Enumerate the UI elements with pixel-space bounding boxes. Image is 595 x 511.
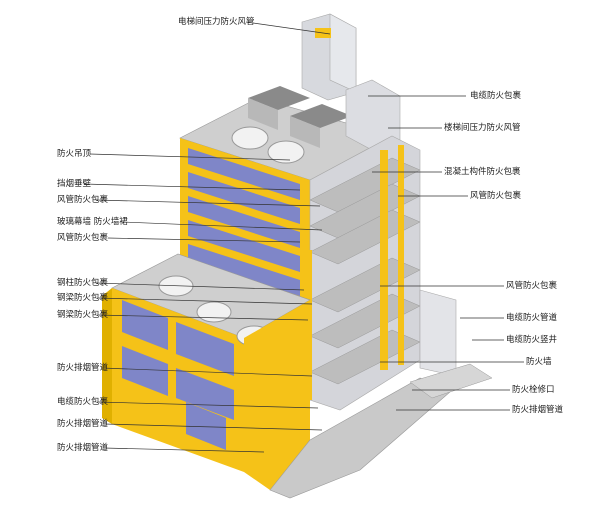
roof-tank-1 xyxy=(248,86,310,110)
label-right-9: 防火栓修口 xyxy=(512,385,555,395)
label-right-6: 电缆防火管道 xyxy=(506,313,558,323)
label-right-5: 风管防火包裹 xyxy=(506,281,558,291)
label-left-1: 防火吊顶 xyxy=(57,149,92,159)
roof-tank-2-front xyxy=(290,116,320,148)
label-left-5: 风管防火包裹 xyxy=(57,233,109,243)
label-left-10: 电缆防火包裹 xyxy=(57,397,109,407)
label-right-10: 防火排烟管道 xyxy=(512,405,564,415)
label-right-2: 楼梯间压力防火风管 xyxy=(444,123,521,133)
label-right-7: 电缆防火竖井 xyxy=(506,335,558,345)
label-right-4: 风管防火包裹 xyxy=(470,191,522,201)
label-left-7: 钢梁防火包裹 xyxy=(57,293,109,303)
label-left-3: 风管防火包裹 xyxy=(57,195,109,205)
label-left-2: 挡烟垂壁 xyxy=(57,179,92,189)
roof-fan-2 xyxy=(267,140,305,164)
label-right-3: 混凝土构件防火包裹 xyxy=(444,167,521,177)
floor-slabs xyxy=(309,157,421,385)
roof-fan-1 xyxy=(231,126,269,150)
label-left-12: 防火排烟管道 xyxy=(57,443,109,453)
label-right-8: 防火墙 xyxy=(526,357,552,367)
podium-glass xyxy=(122,300,234,450)
label-left-8: 钢梁防火包裹 xyxy=(57,310,109,320)
annex-step xyxy=(409,363,493,399)
label-elevator-pressure-duct: 电梯间压力防火风管 xyxy=(178,17,255,27)
podium-fan-2 xyxy=(196,301,232,323)
base-block xyxy=(244,300,310,490)
label-left-6: 钢柱防火包裹 xyxy=(57,278,109,288)
tower-glass-bands xyxy=(188,148,300,296)
roof-tank-1-front xyxy=(248,98,278,130)
label-left-4: 玻璃幕墙 防火墙裙 xyxy=(57,217,128,227)
label-left-11: 防火排烟管道 xyxy=(57,419,109,429)
podium-left xyxy=(102,288,112,424)
label-left-9: 防火排烟管道 xyxy=(57,363,109,373)
label-right-1: 电缆防火包裹 xyxy=(470,91,522,101)
roof-tank-2 xyxy=(290,104,352,128)
